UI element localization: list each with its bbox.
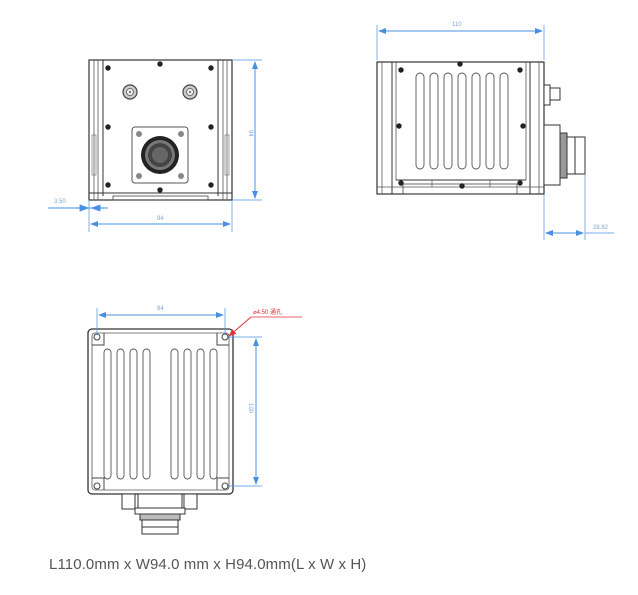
side-connectors xyxy=(543,84,586,186)
svg-text:94: 94 xyxy=(247,130,253,137)
top-view: 84 100 ⌀4.50 通孔 xyxy=(87,306,302,535)
top-dimensions: 84 100 ⌀4.50 通孔 xyxy=(96,306,302,487)
heat-sink-fins xyxy=(415,72,509,170)
sma-connector-right xyxy=(182,84,198,100)
top-view-connectors xyxy=(121,493,198,535)
side-view: 110 28.82 xyxy=(376,22,614,240)
top-heat-sink-fins xyxy=(103,348,218,480)
svg-text:84: 84 xyxy=(157,306,164,312)
svg-text:3.50: 3.50 xyxy=(54,199,66,205)
svg-text:110: 110 xyxy=(452,22,462,28)
svg-text:100: 100 xyxy=(247,403,253,414)
svg-text:94: 94 xyxy=(157,216,164,222)
sma-connector-left xyxy=(122,84,138,100)
svg-text:28.82: 28.82 xyxy=(593,225,609,231)
dimensions-caption: L110.0mm x W94.0 mm x H94.0mm(L x W x H) xyxy=(49,556,367,573)
circular-connector xyxy=(131,126,189,184)
front-view: 94 94 3.50 xyxy=(48,59,262,232)
side-dimensions: 110 28.82 xyxy=(376,22,614,240)
svg-text:⌀4.50 通孔: ⌀4.50 通孔 xyxy=(253,308,282,316)
front-dimensions: 94 94 3.50 xyxy=(48,59,262,232)
